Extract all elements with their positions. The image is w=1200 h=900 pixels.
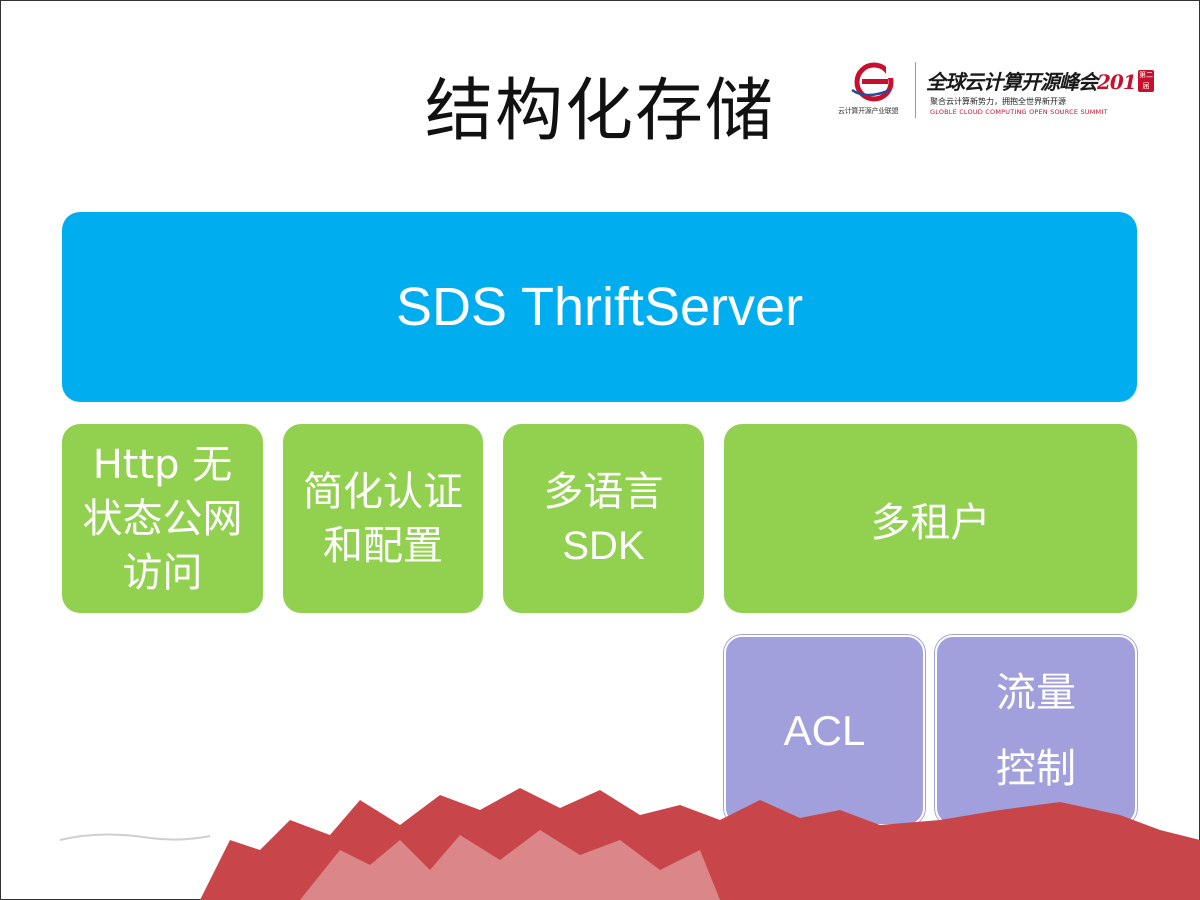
acl-label: ACL	[783, 706, 866, 754]
multi-tenant-label: 多租户	[870, 499, 991, 546]
sds-thriftserver-box: SDS ThriftServer	[62, 212, 1137, 402]
mountain-illustration	[59, 788, 1200, 900]
logo-event-name: 全球云计算开源峰会2017	[926, 66, 1150, 95]
mountain-mist	[59, 833, 211, 841]
mountain-range	[200, 788, 1200, 900]
logo-badge: 第二届	[1138, 70, 1154, 92]
auth-config-box: 简化认证和配置	[283, 424, 483, 613]
multi-language-sdk-text: 多语言 SDK	[524, 465, 684, 573]
mountain-ridge-highlight	[300, 830, 720, 900]
logo-divider	[915, 62, 916, 118]
flow-control-label: 流量控制	[996, 669, 1076, 792]
logo-english-name: GLOBLE CLOUD COMPUTING OPEN SOURCE SUMMI…	[930, 108, 1108, 116]
multi-tenant-box: 多租户	[724, 424, 1137, 613]
cloud-alliance-logo-icon	[851, 62, 898, 102]
auth-config-label: 简化认证和配置	[303, 468, 463, 569]
sdk-label-line1: 多语言	[543, 468, 664, 515]
sds-thriftserver-label: SDS ThriftServer	[395, 277, 804, 337]
summit-logo: 云计算开源产业联盟 全球云计算开源峰会2017 第二届 聚合云计算新势力，拥抱全…	[838, 58, 1158, 124]
http-access-box: Http 无状态公网访问	[62, 424, 263, 613]
logo-event-prefix: 全球云计算开源峰会	[926, 70, 1098, 94]
logo-slogan: 聚合云计算新势力，拥抱全世界新开源	[930, 97, 1066, 106]
multi-language-sdk-box: 多语言 SDK	[503, 424, 704, 613]
flow-control-box: 流量控制	[935, 635, 1137, 826]
slide-title: 结构化存储	[424, 72, 775, 151]
logo-org-name: 云计算开源产业联盟	[838, 107, 899, 115]
sdk-label-line2: SDK	[562, 523, 645, 568]
http-access-label: Http 无状态公网访问	[82, 441, 243, 596]
acl-box: ACL	[724, 635, 925, 826]
